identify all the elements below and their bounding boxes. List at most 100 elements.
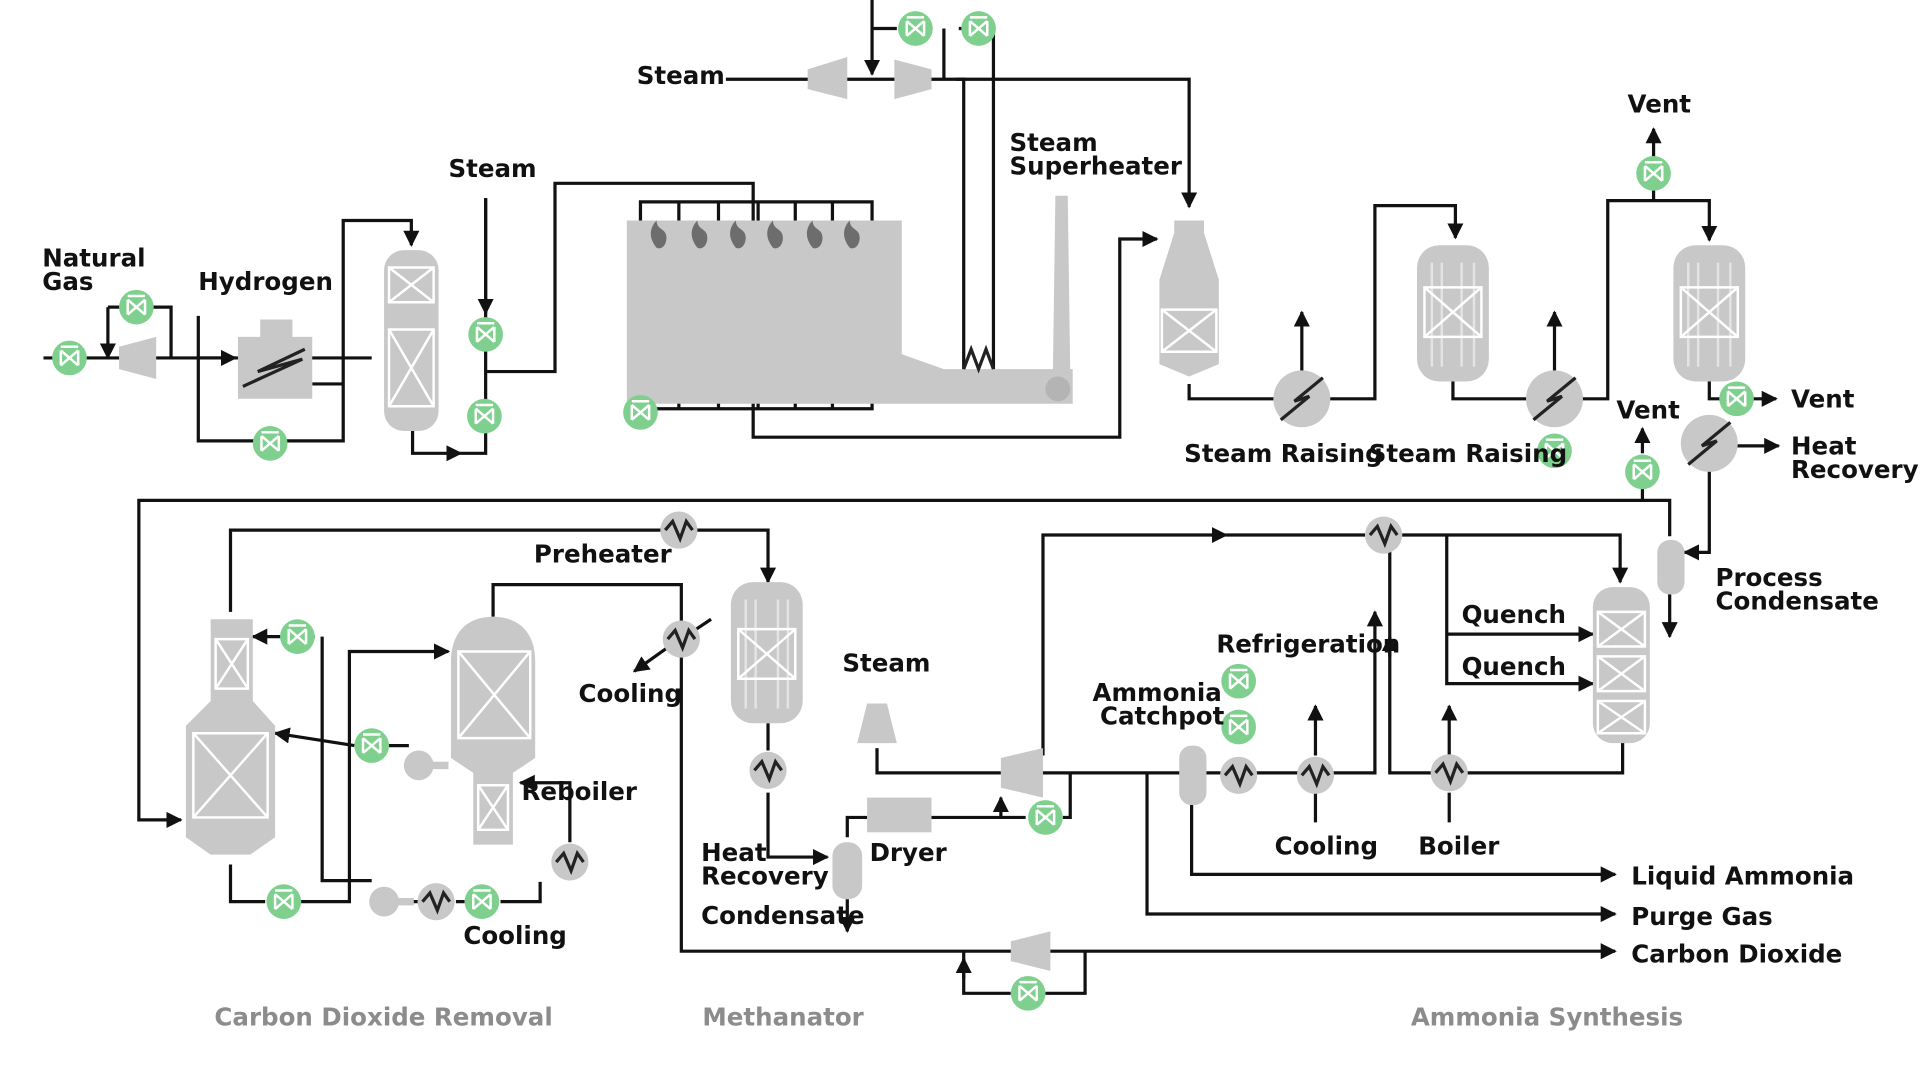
methanator-vessel bbox=[730, 582, 803, 724]
control-valve-icon bbox=[621, 393, 660, 432]
label-liquid-ammonia: Liquid Ammonia bbox=[1631, 861, 1854, 890]
control-valve-icon bbox=[1009, 974, 1047, 1012]
label-reboiler: Reboiler bbox=[522, 777, 638, 806]
heat-exchanger-icon bbox=[1429, 752, 1470, 794]
synthesis-turbine bbox=[857, 703, 897, 744]
label-process-condensate: Condensate bbox=[1716, 586, 1879, 615]
label-refrigeration: Refrigeration bbox=[1216, 630, 1400, 659]
control-valve-icon bbox=[353, 727, 391, 765]
flame-icon bbox=[650, 220, 667, 249]
label-quench-2: Quench bbox=[1462, 652, 1566, 681]
label-steam-primary: Steam bbox=[448, 154, 536, 183]
label-cooling-synthesis: Cooling bbox=[1275, 832, 1379, 861]
control-valve-icon bbox=[463, 883, 501, 921]
heat-exchanger-icon bbox=[1271, 368, 1332, 429]
label-dryer: Dryer bbox=[870, 838, 948, 867]
heat-exchanger-icon bbox=[415, 881, 457, 922]
flame-icon bbox=[691, 220, 708, 249]
label-steam-top: Steam bbox=[637, 61, 725, 90]
primary-reformer bbox=[626, 220, 1073, 404]
control-valve-icon bbox=[1026, 798, 1065, 837]
control-valve-icon bbox=[50, 339, 89, 377]
control-valve-icon bbox=[117, 288, 155, 326]
heat-exchanger-icon bbox=[1218, 755, 1259, 796]
control-valve-icon bbox=[278, 618, 316, 656]
control-valve-icon bbox=[896, 9, 934, 48]
label-steam-raising-2: Steam Raising bbox=[1369, 439, 1567, 468]
label-ammonia-catchpot: Ammonia bbox=[1093, 678, 1222, 707]
co2-compressor bbox=[1010, 931, 1051, 972]
label-purge-gas: Purge Gas bbox=[1631, 902, 1772, 931]
flame-icon bbox=[730, 220, 746, 249]
feed-compressor bbox=[119, 336, 157, 379]
label-condensate: Condensate bbox=[701, 901, 864, 930]
label-heat-recovery-meth: Heat bbox=[701, 838, 767, 867]
control-valve-icon bbox=[1634, 154, 1673, 192]
heat-exchanger-icon bbox=[1295, 755, 1336, 796]
label-process-condensate: Process bbox=[1716, 563, 1823, 592]
stream-labels: Natural Gas Hydrogen Steam Steam Steam S… bbox=[42, 61, 1918, 968]
label-preheater: Preheater bbox=[534, 539, 673, 568]
ht-shift-converter bbox=[1417, 245, 1489, 382]
label-vent-right: Vent bbox=[1791, 384, 1855, 413]
heat-exchanger-icon bbox=[747, 750, 789, 791]
label-carbon-dioxide: Carbon Dioxide bbox=[1631, 939, 1842, 968]
label-steam-raising-1: Steam Raising bbox=[1184, 439, 1382, 468]
control-valve-icon bbox=[265, 883, 303, 921]
steam-turbine-2 bbox=[894, 59, 932, 100]
pump-1 bbox=[403, 750, 449, 781]
control-valve-icon bbox=[959, 9, 998, 48]
control-valve-icon bbox=[465, 397, 503, 435]
flame-icon bbox=[844, 220, 860, 249]
label-natural-gas: Natural bbox=[42, 243, 145, 272]
ammonia-catchpot bbox=[1179, 745, 1207, 806]
heat-exchanger-icon bbox=[549, 841, 591, 883]
control-valve-icon bbox=[251, 424, 289, 462]
section-co2-removal: Carbon Dioxide Removal bbox=[214, 1003, 552, 1032]
pump-2 bbox=[369, 886, 414, 917]
co2-absorber bbox=[185, 619, 276, 855]
heat-exchanger-icon bbox=[1363, 514, 1404, 556]
flame-icon bbox=[806, 220, 823, 249]
label-heat-recovery-right: Heat bbox=[1791, 432, 1857, 461]
label-steam-superheater: Steam bbox=[1010, 128, 1098, 157]
control-valve-icon bbox=[1220, 662, 1258, 700]
label-quench-1: Quench bbox=[1462, 600, 1566, 629]
desulphuriser-vessel bbox=[384, 250, 439, 432]
dryer-unit bbox=[867, 797, 932, 833]
ammonia-converter bbox=[1592, 587, 1650, 744]
equipment bbox=[119, 56, 1746, 972]
label-natural-gas: Gas bbox=[42, 267, 93, 296]
section-ammonia-synthesis: Ammonia Synthesis bbox=[1411, 1003, 1683, 1032]
syngas-compressor bbox=[1000, 748, 1043, 798]
co2-regenerator bbox=[450, 616, 536, 845]
control-valve-icon bbox=[467, 315, 505, 353]
heat-exchanger-icon bbox=[661, 618, 702, 660]
heat-exchanger-icon bbox=[1524, 368, 1585, 429]
section-methanator: Methanator bbox=[702, 1003, 864, 1032]
label-cooling-co2: Cooling bbox=[463, 921, 567, 950]
condensate-separator bbox=[1657, 540, 1685, 595]
label-vent-top: Vent bbox=[1628, 90, 1692, 119]
methanator-separator bbox=[832, 842, 863, 900]
heat-exchanger-icon bbox=[1679, 413, 1740, 474]
label-cooling-methanator: Cooling bbox=[579, 679, 683, 708]
label-ammonia-catchpot: Catchpot bbox=[1100, 702, 1225, 731]
stack bbox=[1052, 195, 1071, 372]
label-boiler: Boiler bbox=[1418, 832, 1500, 861]
control-valve-icon bbox=[1717, 380, 1756, 418]
label-hydrogen: Hydrogen bbox=[198, 267, 333, 296]
secondary-reformer bbox=[1159, 220, 1219, 377]
control-valve-icon bbox=[1220, 708, 1258, 746]
label-steam-methanator: Steam bbox=[842, 648, 930, 677]
burners bbox=[650, 220, 860, 249]
label-heat-recovery-right: Recovery bbox=[1791, 455, 1919, 484]
steam-turbine-1 bbox=[807, 56, 848, 100]
control-valve-icon bbox=[1623, 453, 1662, 491]
lt-shift-converter bbox=[1673, 245, 1746, 382]
label-steam-superheater: Superheater bbox=[1010, 152, 1183, 181]
label-heat-recovery-meth: Recovery bbox=[701, 861, 829, 890]
label-vent-mid: Vent bbox=[1616, 396, 1680, 425]
section-labels: Carbon Dioxide Removal Methanator Ammoni… bbox=[214, 1003, 1683, 1032]
